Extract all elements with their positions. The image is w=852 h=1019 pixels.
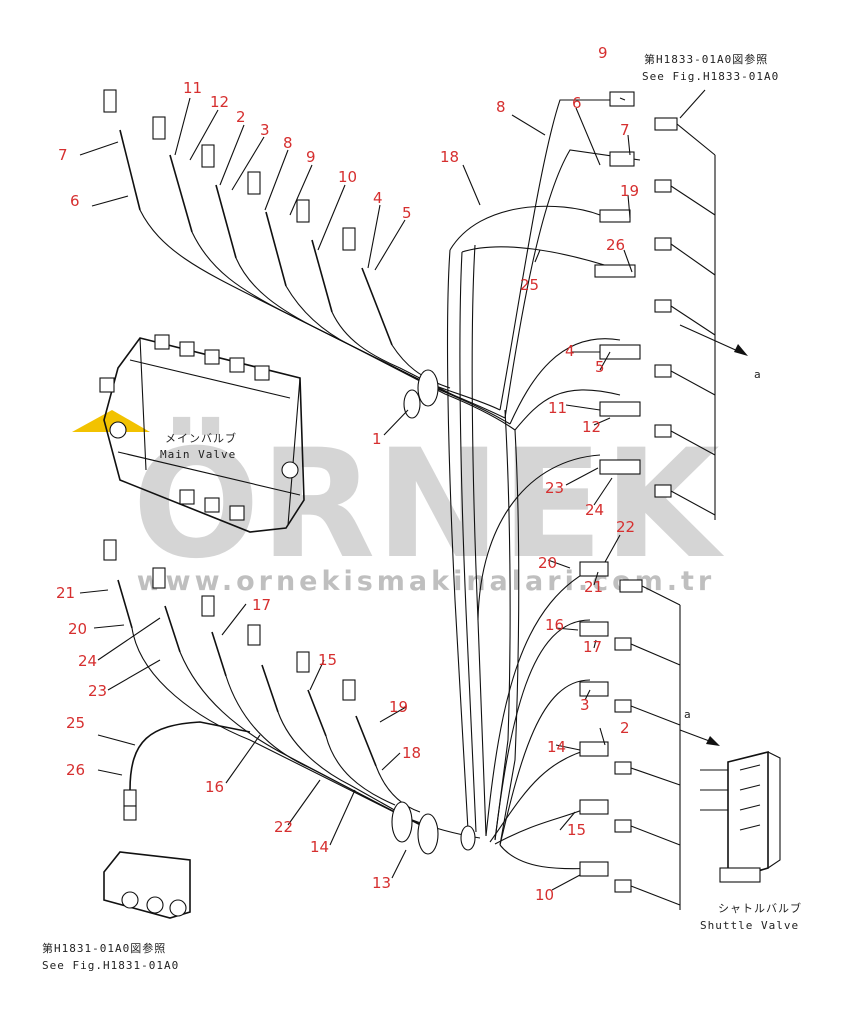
callout-41: 15 bbox=[318, 651, 337, 669]
callout-34: 15 bbox=[567, 821, 586, 839]
callout-44: 25 bbox=[66, 714, 85, 732]
callout-19: 25 bbox=[520, 276, 539, 294]
callout-37: 20 bbox=[68, 620, 87, 638]
arrow-a-upper bbox=[679, 324, 748, 356]
callout-8: 10 bbox=[338, 168, 357, 186]
watermark: ÖRNEK www.ornekismakinalari.com.tr bbox=[72, 410, 724, 597]
callout-32: 2 bbox=[620, 719, 630, 737]
callout-25: 24 bbox=[585, 501, 604, 519]
main-valve-label-en: Main Valve bbox=[160, 448, 236, 461]
arrow-a-lower bbox=[679, 729, 720, 746]
callout-21: 5 bbox=[595, 358, 605, 376]
right-fittings-lower bbox=[579, 561, 681, 910]
ref-bottom-en: See Fig.H1831-01A0 bbox=[42, 959, 179, 972]
callout-45: 26 bbox=[66, 761, 85, 779]
shuttle-valve-label-en: Shuttle Valve bbox=[700, 919, 799, 932]
callout-31: 3 bbox=[580, 696, 590, 714]
upper-fittings bbox=[103, 89, 393, 767]
ref-bottom-jp: 第H1831-01A0図参照 bbox=[42, 941, 166, 955]
callout-40: 17 bbox=[252, 596, 271, 614]
callout-35: 10 bbox=[535, 886, 554, 904]
arrow-a-upper-label: a bbox=[754, 368, 762, 381]
callout-10: 5 bbox=[402, 204, 412, 222]
callout-46: 16 bbox=[205, 778, 224, 796]
callout-11: 1 bbox=[372, 430, 382, 448]
callout-24: 23 bbox=[545, 479, 564, 497]
callout-1: 6 bbox=[70, 192, 80, 210]
callout-0: 7 bbox=[58, 146, 68, 164]
ref-top-jp: 第H1833-01A0図参照 bbox=[644, 52, 768, 66]
callout-18: 26 bbox=[606, 236, 625, 254]
shuttle-valve-label-jp: シャトルバルブ bbox=[718, 901, 802, 915]
callout-28: 21 bbox=[584, 578, 603, 596]
callout-13: 8 bbox=[496, 98, 506, 116]
callout-17: 19 bbox=[620, 182, 639, 200]
text-labels: メインバルブ Main Valve シャトルバルブ Shuttle Valve … bbox=[42, 52, 802, 972]
arrow-a-lower-label: a bbox=[684, 708, 692, 721]
callout-42: 19 bbox=[389, 698, 408, 716]
callout-49: 13 bbox=[372, 874, 391, 892]
callout-29: 16 bbox=[545, 616, 564, 634]
callout-30: 17 bbox=[583, 638, 602, 656]
callout-leaders bbox=[79, 97, 633, 891]
callout-33: 14 bbox=[547, 738, 566, 756]
callout-9: 4 bbox=[373, 189, 383, 207]
callout-39: 23 bbox=[88, 682, 107, 700]
hose-bundle-lower bbox=[129, 564, 601, 870]
callout-23: 12 bbox=[582, 418, 601, 436]
bottom-left-block bbox=[103, 789, 191, 919]
callout-5: 3 bbox=[260, 121, 270, 139]
watermark-brand: ÖRNEK bbox=[132, 416, 724, 592]
main-valve-label-jp: メインバルブ bbox=[165, 431, 237, 445]
watermark-accent-shape bbox=[72, 410, 150, 432]
callout-48: 14 bbox=[310, 838, 329, 856]
callout-26: 22 bbox=[616, 518, 635, 536]
callout-36: 21 bbox=[56, 584, 75, 602]
callout-43: 18 bbox=[402, 744, 421, 762]
callout-47: 22 bbox=[274, 818, 293, 836]
callout-7: 9 bbox=[306, 148, 316, 166]
main-valve bbox=[99, 334, 305, 533]
callout-38: 24 bbox=[78, 652, 97, 670]
callout-22: 11 bbox=[548, 399, 567, 417]
callout-16: 7 bbox=[620, 121, 630, 139]
watermark-url: www.ornekismakinalari.com.tr bbox=[137, 566, 716, 597]
callout-12: 18 bbox=[440, 148, 459, 166]
right-fittings-upper bbox=[594, 89, 716, 520]
hose-bundle-upper bbox=[139, 99, 641, 846]
callout-4: 2 bbox=[236, 108, 246, 126]
callout-15: 9 bbox=[598, 44, 608, 62]
callout-3: 12 bbox=[210, 93, 229, 111]
ref-top-en: See Fig.H1833-01A0 bbox=[642, 70, 779, 83]
callout-14: 6 bbox=[572, 94, 582, 112]
callout-2: 11 bbox=[183, 79, 202, 97]
callout-20: 4 bbox=[565, 342, 575, 360]
callout-6: 8 bbox=[283, 134, 293, 152]
callout-27: 20 bbox=[538, 554, 557, 572]
shuttle-valve bbox=[700, 750, 781, 883]
